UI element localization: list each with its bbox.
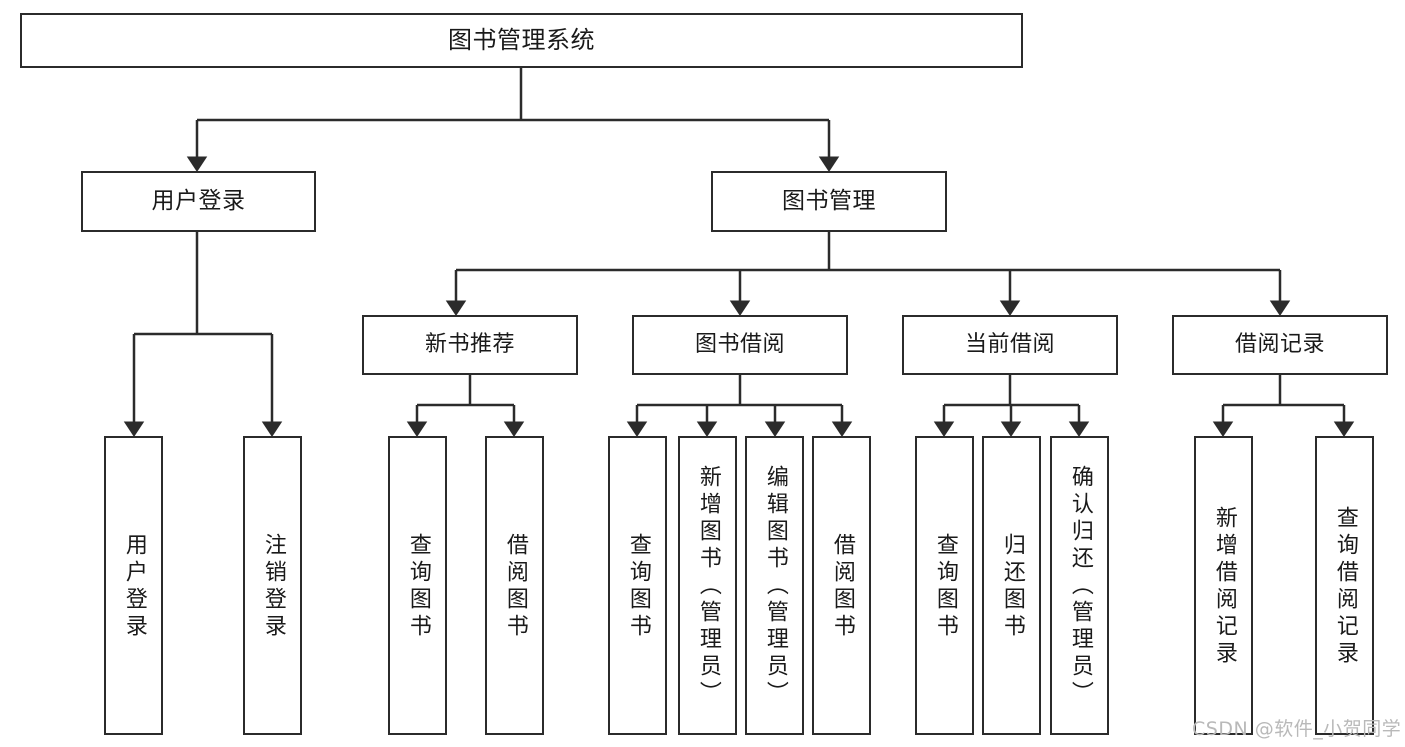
node-leaf-query-book-borrow[interactable]: 查询图书 xyxy=(608,436,667,735)
node-label: 确认归还（管理员） xyxy=(1067,465,1093,708)
node-label: 图书借阅 xyxy=(694,331,785,357)
node-label: 查询图书 xyxy=(625,532,651,641)
node-label: 图书管理系统 xyxy=(448,26,595,55)
node-leaf-user-login[interactable]: 用户登录 xyxy=(104,436,163,735)
node-label: 借阅记录 xyxy=(1234,331,1325,357)
node-leaf-confirm-return-admin[interactable]: 确认归还（管理员） xyxy=(1050,436,1109,735)
node-leaf-borrow-book-recommend[interactable]: 借阅图书 xyxy=(485,436,544,735)
node-label: 归还图书 xyxy=(999,532,1025,641)
node-leaf-query-borrow-record[interactable]: 查询借阅记录 xyxy=(1315,436,1374,735)
node-label: 注销登录 xyxy=(260,532,286,641)
node-leaf-query-book-recommend[interactable]: 查询图书 xyxy=(388,436,447,735)
node-user-login[interactable]: 用户登录 xyxy=(81,171,316,232)
node-leaf-add-book-admin[interactable]: 新增图书（管理员） xyxy=(678,436,737,735)
node-label: 当前借阅 xyxy=(964,331,1055,357)
node-root-book-management-system[interactable]: 图书管理系统 xyxy=(20,13,1023,68)
node-label: 用户登录 xyxy=(121,532,147,641)
node-leaf-borrow-book[interactable]: 借阅图书 xyxy=(812,436,871,735)
node-borrow-record[interactable]: 借阅记录 xyxy=(1172,315,1388,375)
node-leaf-query-book-current[interactable]: 查询图书 xyxy=(915,436,974,735)
node-leaf-return-book[interactable]: 归还图书 xyxy=(982,436,1041,735)
node-new-book-recommend[interactable]: 新书推荐 xyxy=(362,315,578,375)
node-label: 查询图书 xyxy=(932,532,958,641)
node-leaf-logout[interactable]: 注销登录 xyxy=(243,436,302,735)
node-current-borrow[interactable]: 当前借阅 xyxy=(902,315,1118,375)
node-label: 图书管理 xyxy=(782,187,876,214)
watermark-text: CSDN @软件_小贺同学 xyxy=(1192,718,1402,740)
node-label: 用户登录 xyxy=(151,187,246,214)
node-label: 新增图书（管理员） xyxy=(695,465,721,708)
node-book-management[interactable]: 图书管理 xyxy=(711,171,947,232)
node-leaf-edit-book-admin[interactable]: 编辑图书（管理员） xyxy=(745,436,804,735)
node-label: 借阅图书 xyxy=(829,532,855,641)
node-label: 新书推荐 xyxy=(424,331,515,357)
node-label: 编辑图书（管理员） xyxy=(762,465,788,708)
node-label: 新增借阅记录 xyxy=(1211,505,1237,668)
node-label: 借阅图书 xyxy=(502,532,528,641)
node-leaf-add-borrow-record[interactable]: 新增借阅记录 xyxy=(1194,436,1253,735)
node-label: 查询图书 xyxy=(405,532,431,641)
node-book-borrow[interactable]: 图书借阅 xyxy=(632,315,848,375)
node-label: 查询借阅记录 xyxy=(1332,505,1358,668)
